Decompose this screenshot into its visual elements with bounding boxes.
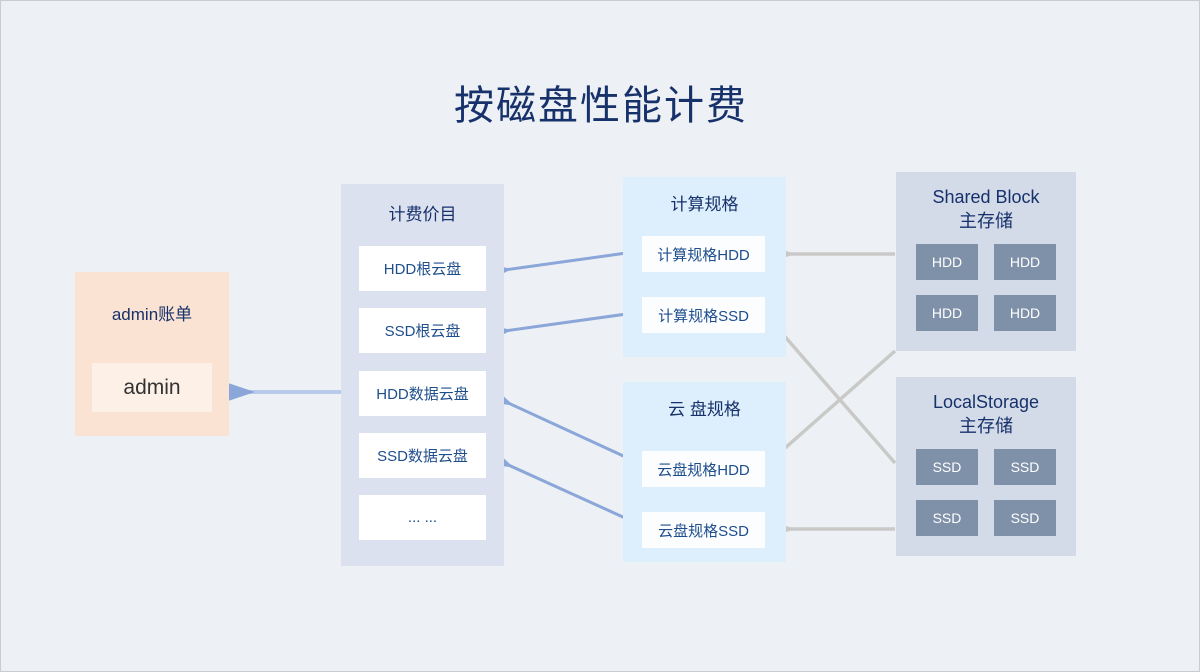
connector-shared-block-to-disk-hdd (756, 349, 897, 476)
shared-block-panel-title: Shared Block 主存储 (896, 185, 1076, 234)
disk-spec-panel: 云 盘规格 云盘规格HDD 云盘规格SSD (623, 382, 786, 562)
disk-cell-ssd-2[interactable]: SSD (994, 449, 1056, 485)
billing-item-more[interactable]: ... ... (359, 495, 486, 540)
connector-compute-hdd-to-hdd-root (484, 249, 642, 282)
account-panel-title: admin账单 (111, 305, 193, 324)
disk-spec-item-hdd[interactable]: 云盘规格HDD (642, 451, 765, 487)
compute-spec-item-ssd[interactable]: 计算规格SSD (642, 297, 765, 333)
disk-cell-hdd-4[interactable]: HDD (994, 295, 1056, 331)
compute-spec-panel-title: 计算规格 (670, 195, 739, 214)
local-storage-panel-title: LocalStorage 主存储 (896, 390, 1076, 439)
billing-panel-title: 计费价目 (388, 205, 457, 224)
disk-cell-hdd-1[interactable]: HDD (916, 244, 978, 280)
shared-block-title-line1: Shared Block (932, 187, 1040, 207)
shared-block-storage-panel: Shared Block 主存储 HDD HDD HDD HDD (896, 172, 1076, 351)
page-title: 按磁盘性能计费 (454, 84, 748, 128)
connector-local-storage-to-compute-ssd (755, 305, 897, 465)
disk-cell-ssd-1[interactable]: SSD (916, 449, 978, 485)
compute-spec-panel: 计算规格 计算规格HDD 计算规格SSD (623, 177, 786, 357)
local-storage-panel: LocalStorage 主存储 SSD SSD SSD SSD (896, 377, 1076, 556)
billing-item-hdd-data[interactable]: HDD数据云盘 (359, 371, 486, 416)
billing-item-hdd-root[interactable]: HDD根云盘 (359, 246, 486, 291)
local-storage-title-line1: LocalStorage (932, 392, 1040, 412)
billing-item-ssd-data[interactable]: SSD数据云盘 (359, 433, 486, 478)
account-chip-admin[interactable]: admin (92, 363, 212, 412)
local-storage-title-line2: 主存储 (959, 416, 1013, 437)
billing-price-panel: 计费价目 HDD根云盘 SSD根云盘 HDD数据云盘 SSD数据云盘 ... .… (341, 184, 504, 566)
disk-spec-item-ssd[interactable]: 云盘规格SSD (642, 512, 765, 548)
account-panel: admin账单 admin (75, 272, 229, 436)
disk-cell-ssd-4[interactable]: SSD (994, 500, 1056, 536)
compute-spec-item-hdd[interactable]: 计算规格HDD (642, 236, 765, 272)
local-storage-disk-grid: SSD SSD SSD SSD (916, 449, 1056, 536)
connector-compute-ssd-to-ssd-root (484, 310, 642, 343)
disk-cell-hdd-2[interactable]: HDD (994, 244, 1056, 280)
disk-spec-panel-title: 云 盘规格 (668, 400, 741, 419)
disk-cell-ssd-3[interactable]: SSD (916, 500, 978, 536)
shared-block-disk-grid: HDD HDD HDD HDD (916, 244, 1056, 331)
billing-item-ssd-root[interactable]: SSD根云盘 (359, 308, 486, 353)
disk-cell-hdd-3[interactable]: HDD (916, 295, 978, 331)
shared-block-title-line2: 主存储 (959, 211, 1013, 232)
